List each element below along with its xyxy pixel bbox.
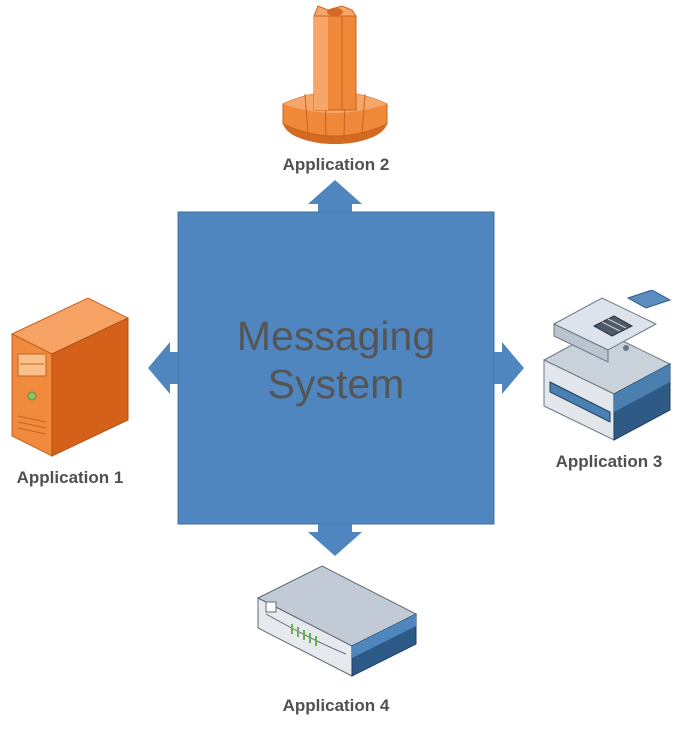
- application-4-label: Application 4: [282, 696, 390, 715]
- server-tower-icon: [10, 297, 130, 457]
- mainframe-tower-icon: [282, 5, 388, 144]
- hub-title-line2: System: [267, 361, 405, 407]
- arrow-down-icon: [308, 524, 362, 556]
- hub-title-line1: Messaging: [236, 313, 436, 359]
- application-3-label: Application 3: [555, 452, 663, 471]
- application-1-label: Application 1: [16, 468, 124, 487]
- messaging-system-box: [177, 211, 495, 525]
- arrow-right-icon: [494, 342, 524, 394]
- fax-machine-icon: [542, 290, 672, 441]
- arrow-left-icon: [148, 342, 178, 394]
- network-switch-icon: [256, 565, 418, 677]
- arrow-up-icon: [308, 180, 362, 212]
- hub-title: Messaging System: [178, 312, 494, 408]
- application-2-label: Application 2: [282, 155, 390, 174]
